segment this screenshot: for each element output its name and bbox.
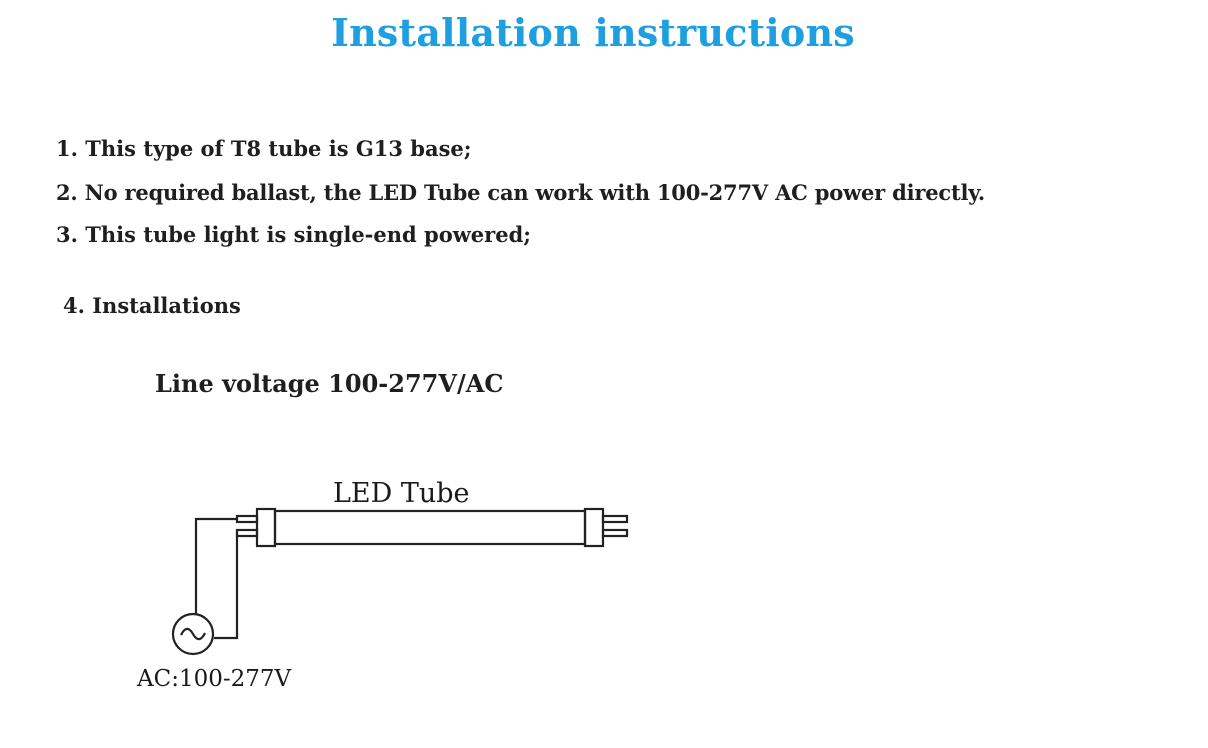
right-pin-bottom — [601, 528, 629, 538]
led-tube-body — [273, 509, 587, 546]
left-end-cap — [255, 507, 277, 548]
instruction-item-1: 1. This type of T8 tube is G13 base; — [56, 136, 472, 161]
instruction-item-2: 2. No required ballast, the LED Tube can… — [56, 180, 985, 205]
page-title: Installation instructions — [331, 10, 855, 55]
ac-source-icon — [171, 612, 215, 656]
left-pin-bottom — [235, 528, 259, 538]
instruction-item-3: 3. This tube light is single-end powered… — [56, 222, 532, 247]
ac-source-label: AC:100-277V — [136, 666, 292, 692]
wire-neutral — [214, 533, 239, 640]
instruction-item-4: 4. Installations — [63, 293, 241, 318]
sine-wave-icon — [180, 627, 206, 641]
right-end-cap — [583, 507, 605, 548]
right-pin-top — [601, 514, 629, 524]
led-tube-label: LED Tube — [333, 478, 470, 509]
wire-live — [194, 517, 237, 614]
left-pin-top — [235, 514, 259, 524]
line-voltage-heading: Line voltage 100-277V/AC — [155, 369, 504, 398]
